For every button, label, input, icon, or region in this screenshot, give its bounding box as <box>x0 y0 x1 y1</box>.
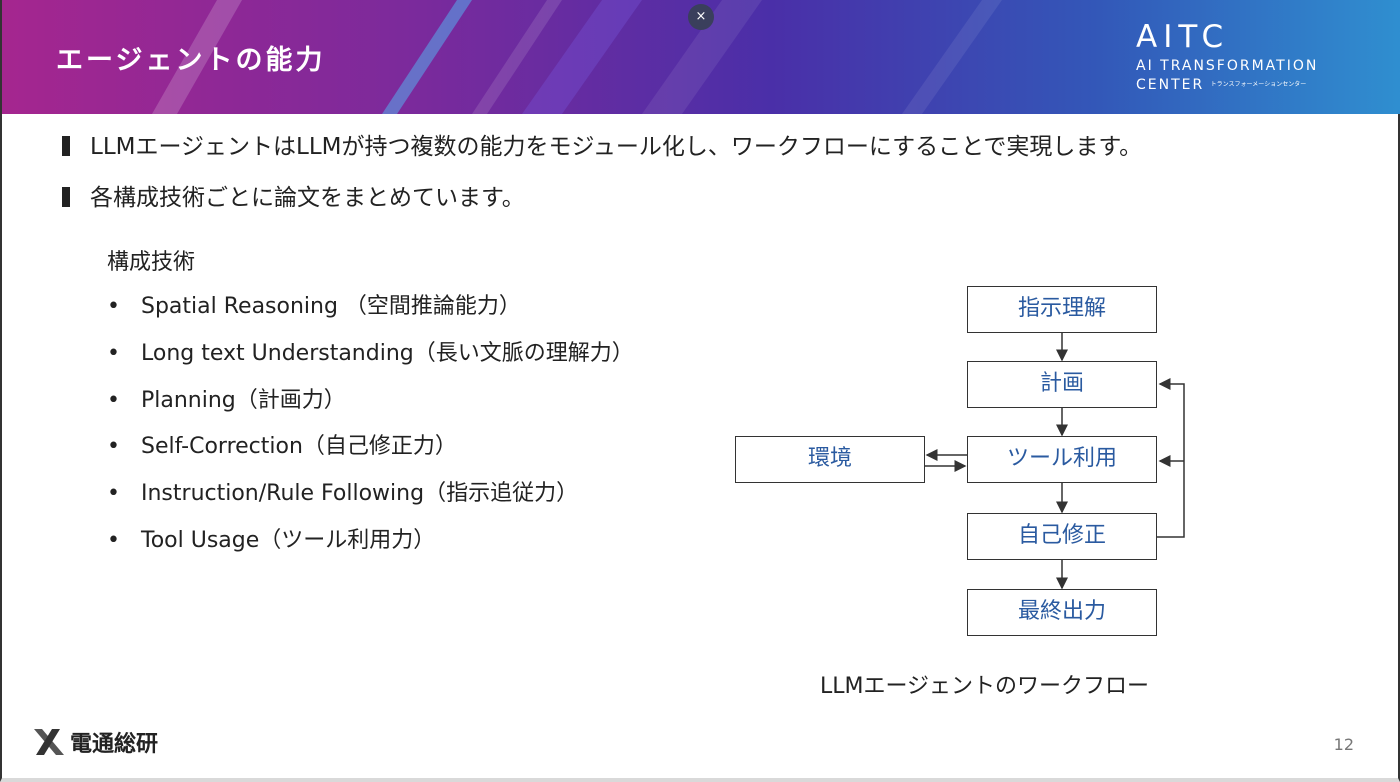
bullet-1: LLMエージェントはLLMが持つ複数の能力をモジュール化し、ワークフローにするこ… <box>62 127 1142 161</box>
tech-item-text: Instruction/Rule Following（指示追従力） <box>141 481 579 507</box>
bullet-2-text: 各構成技術ごとに論文をまとめています。 <box>90 185 525 211</box>
tech-section-heading: 構成技術 <box>107 250 196 275</box>
tech-item-text: Planning（計画力） <box>141 387 346 413</box>
tech-list: •Spatial Reasoning （空間推論能力） •Long text U… <box>107 290 634 571</box>
tech-list-item: •Instruction/Rule Following（指示追従力） <box>107 481 579 507</box>
flow-box-environment: 環境 <box>735 436 925 483</box>
flow-box-plan: 計画 <box>967 361 1157 408</box>
bullet-marker <box>62 136 70 156</box>
tech-list-item: •Long text Understanding（長い文脈の理解力） <box>107 340 634 366</box>
logo-main-text: AITC <box>1136 19 1230 55</box>
slide-title: エージェントの能力 <box>56 45 326 76</box>
tech-list-item: •Tool Usage（ツール利用力） <box>107 527 436 553</box>
tech-list-item: •Spatial Reasoning （空間推論能力） <box>107 294 521 319</box>
aitc-logo: AITC AI TRANSFORMATION CENTER トランスフォーメーシ… <box>1136 20 1376 94</box>
logo-line1: AI TRANSFORMATION <box>1136 58 1319 74</box>
flow-box-instruction: 指示理解 <box>967 286 1157 333</box>
tech-list-item: •Self-Correction（自己修正力） <box>107 434 457 460</box>
tech-item-text: Long text Understanding（長い文脈の理解力） <box>141 340 634 366</box>
logo-line2: CENTER トランスフォーメーションセンター <box>1136 76 1376 94</box>
footer-logo: 電通総研 <box>32 726 158 758</box>
tech-item-text: Self-Correction（自己修正力） <box>141 434 457 460</box>
close-button[interactable]: × <box>688 4 714 30</box>
bullet-marker <box>62 187 70 207</box>
tech-list-item: •Planning（計画力） <box>107 387 346 413</box>
company-x-logo-icon <box>34 729 64 755</box>
bullet-1-text: LLMエージェントはLLMが持つ複数の能力をモジュール化し、ワークフローにするこ… <box>90 134 1143 160</box>
bullet-2: 各構成技術ごとに論文をまとめています。 <box>62 178 525 212</box>
header-stripes-decoration <box>152 0 1002 114</box>
company-name: 電通総研 <box>70 732 159 757</box>
flow-box-tool: ツール利用 <box>967 436 1157 483</box>
tech-item-text: Spatial Reasoning （空間推論能力） <box>141 294 521 319</box>
tech-item-text: Tool Usage（ツール利用力） <box>141 527 436 553</box>
flow-box-output: 最終出力 <box>967 589 1157 636</box>
flow-box-correction: 自己修正 <box>967 513 1157 560</box>
logo-line2-small: トランスフォーメーションセンター <box>1210 81 1307 88</box>
logo-line2-text: CENTER <box>1136 77 1205 93</box>
page-number: 12 <box>1333 735 1354 754</box>
workflow-caption: LLMエージェントのワークフロー <box>820 674 1150 699</box>
